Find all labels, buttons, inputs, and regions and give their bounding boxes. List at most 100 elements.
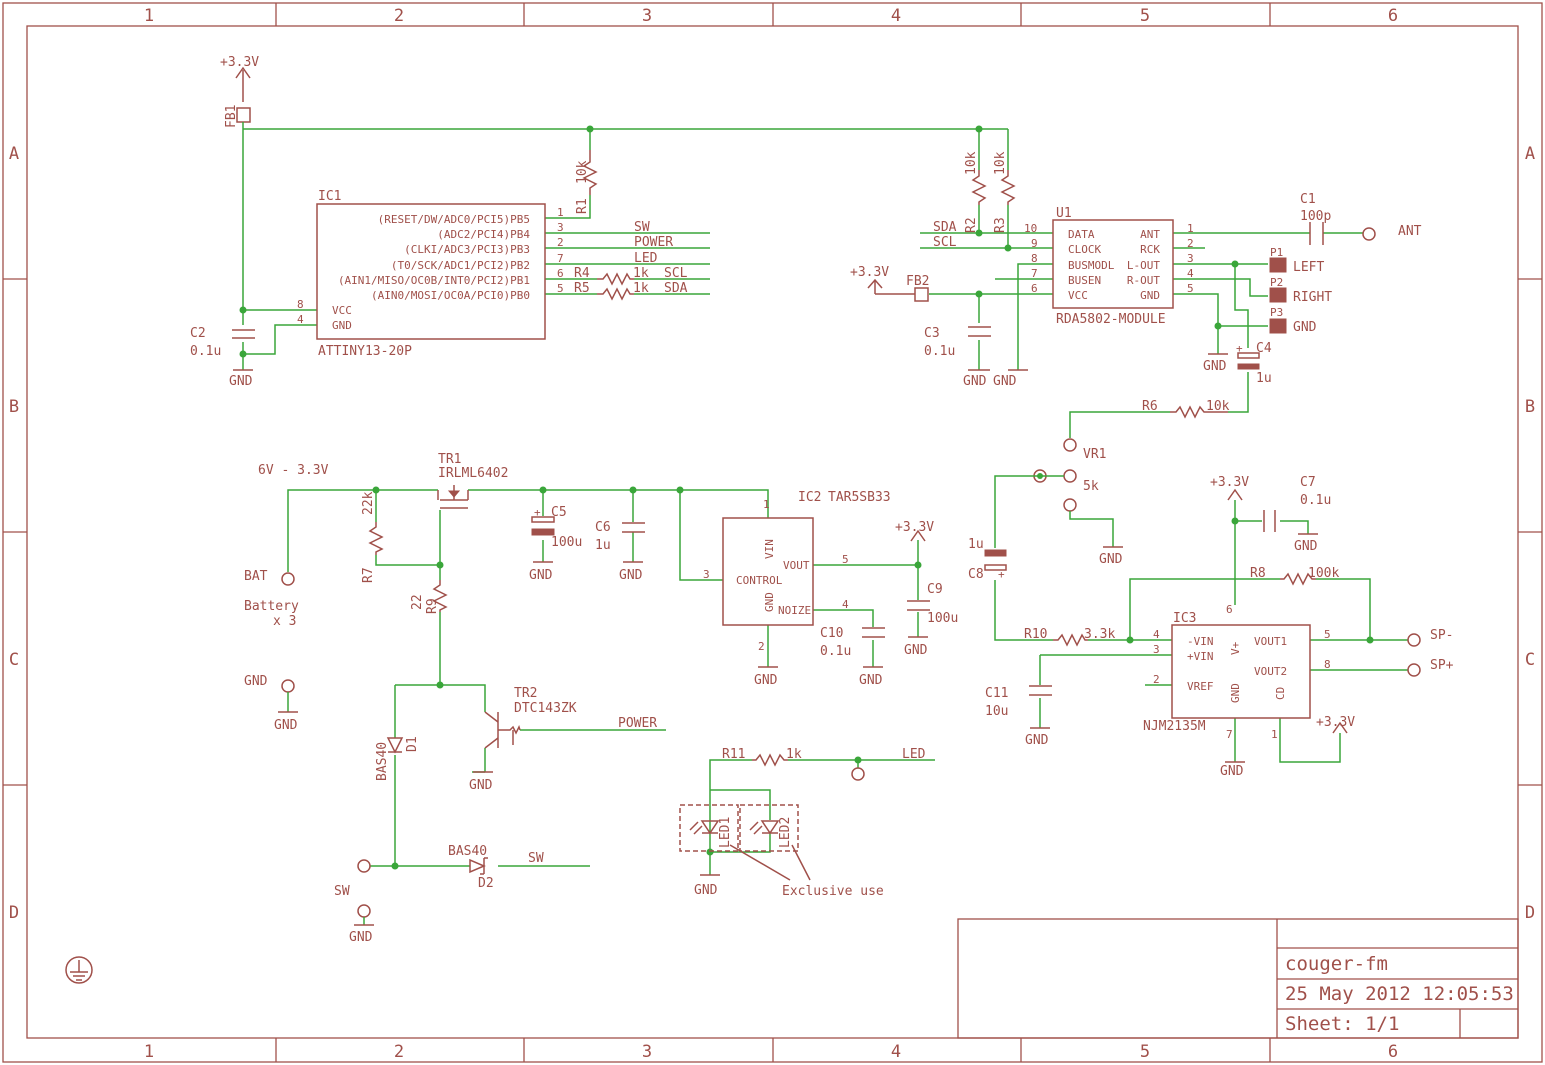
c8-value: 1u <box>968 537 984 552</box>
tr1-value: IRLML6402 <box>438 466 508 481</box>
gnd-label: GND <box>754 673 778 688</box>
pin-number: 5 <box>1187 282 1194 295</box>
gnd-terminal-label: GND <box>244 674 268 689</box>
led1-label: LED1 <box>718 817 733 848</box>
bat-label: BAT <box>244 569 268 584</box>
net-label-sda: SDA <box>664 281 688 296</box>
pin-number: 2 <box>1153 673 1160 686</box>
ic1-pin-label: (AIN0/MOSI/OC0A/PCI0)PB0 <box>371 289 530 302</box>
pin-number: 1 <box>1187 222 1194 235</box>
ic3-pin-label: +VIN <box>1187 650 1214 663</box>
ic1-value: ATTINY13-20P <box>318 344 412 359</box>
gnd-label: GND <box>904 643 928 658</box>
pad-left <box>1269 257 1287 273</box>
r2-value: 10k <box>964 151 979 175</box>
u1-pin-label: RCK <box>1140 243 1160 256</box>
ic2-pin-label: VIN <box>763 539 776 559</box>
gnd-label: GND <box>274 718 298 733</box>
capacitor-c11: C11 10u GND <box>985 685 1052 748</box>
c4-value: 1u <box>1256 371 1272 386</box>
right-label: RIGHT <box>1293 290 1332 305</box>
row-label: D <box>9 903 19 923</box>
r8-value: 100k <box>1308 566 1339 581</box>
c8-label: C8 <box>968 567 984 582</box>
c10-label: C10 <box>820 626 843 641</box>
column-label: 6 <box>1388 6 1398 26</box>
gnd-label: GND <box>993 374 1017 389</box>
resistor-r10: R10 3.3k <box>1024 627 1115 647</box>
pin-number: 4 <box>1187 267 1194 280</box>
diode-d2: BAS40 D2 SW <box>448 844 544 891</box>
r1-value: 10k <box>575 160 590 184</box>
sp-plus-label: SP+ <box>1430 658 1454 673</box>
pin-number: 8 <box>1324 658 1331 671</box>
r11-value: 1k <box>786 747 802 762</box>
ant-label: ANT <box>1398 224 1422 239</box>
c7-label: C7 <box>1300 475 1316 490</box>
net-label-sw: SW <box>528 851 544 866</box>
gnd-label: GND <box>859 673 883 688</box>
ic3-pin-label: VOUT1 <box>1254 635 1287 648</box>
c9-value: 100u <box>927 611 958 626</box>
r5-label: R5 <box>574 281 590 296</box>
ic3-value: NJM2135M <box>1143 719 1206 734</box>
c1-value: 100p <box>1300 209 1331 224</box>
ic1-pin-label: VCC <box>332 304 352 317</box>
ic1-pin-label: (AIN1/MISO/OC0B/INT0/PCI2)PB1 <box>338 274 530 287</box>
r6-value: 10k <box>1206 399 1230 414</box>
u1-pin-label: DATA <box>1068 228 1095 241</box>
column-label: 2 <box>394 1042 404 1062</box>
transistor-tr1: TR1 IRLML6402 <box>437 452 508 509</box>
gnd-label: GND <box>1220 764 1244 779</box>
supply-label: +3.3V <box>1316 715 1355 730</box>
ic3-pin-label: VREF <box>1187 680 1214 693</box>
project-name: couger-fm <box>1285 953 1388 975</box>
ic1-pin-label: GND <box>332 319 352 332</box>
pin-number: 3 <box>1187 252 1194 265</box>
supply-label: +3.3V <box>895 520 934 535</box>
net-label-power: POWER <box>634 235 673 250</box>
pad-right <box>1269 287 1287 303</box>
pin-number: 10 <box>1024 222 1037 235</box>
u1-pin-label: ANT <box>1140 228 1160 241</box>
pin-number: 9 <box>1031 237 1038 250</box>
ic2-name: IC2 <box>798 490 821 505</box>
resistor-r8: R8 100k <box>1250 566 1339 586</box>
r8-label: R8 <box>1250 566 1266 581</box>
u1-pin-label: VCC <box>1068 289 1088 302</box>
r1-label: R1 <box>575 198 590 214</box>
gnd-label: GND <box>1294 539 1318 554</box>
c2-label: C2 <box>190 326 206 341</box>
left-label: LEFT <box>1293 260 1324 275</box>
ic1-pin-label: (RESET/DW/ADC0/PCI5)PB5 <box>378 213 530 226</box>
column-label: 5 <box>1140 1042 1150 1062</box>
gnd-label: GND <box>619 568 643 583</box>
d1-value: BAS40 <box>375 742 390 781</box>
net-label-led: LED <box>634 251 658 266</box>
pin-number: 8 <box>297 298 304 311</box>
ic3-pin-label: VOUT2 <box>1254 665 1287 678</box>
ic1-wires <box>239 122 1008 370</box>
resistor-r5: R5 1k <box>574 281 649 301</box>
ic3-pin-label: GND <box>1229 683 1242 703</box>
frame-row-labels: A B C D A B C D <box>9 144 1535 923</box>
c5-value: 100u <box>551 535 582 550</box>
ic1-pin-label: (ADC2/PCI4)PB4 <box>437 228 530 241</box>
r4-label: R4 <box>574 266 590 281</box>
diode-d1: BAS40 D1 <box>375 736 420 781</box>
column-label: 3 <box>642 1042 652 1062</box>
fb2-label: FB2 <box>906 274 929 289</box>
resistor-r4: R4 1k <box>574 266 649 286</box>
row-label: C <box>1525 650 1535 670</box>
pin-number: 6 <box>557 267 564 280</box>
r7-value: 22k <box>361 491 376 515</box>
row-label: D <box>1525 903 1535 923</box>
pin-number: 4 <box>297 313 304 326</box>
pin-number: 2 <box>758 640 765 653</box>
column-label: 1 <box>144 1042 154 1062</box>
pin-number: 7 <box>557 252 564 265</box>
resistor-r11: R11 1k LED <box>722 747 926 781</box>
pin-number: 3 <box>557 221 564 234</box>
pin-number: 6 <box>1031 282 1038 295</box>
